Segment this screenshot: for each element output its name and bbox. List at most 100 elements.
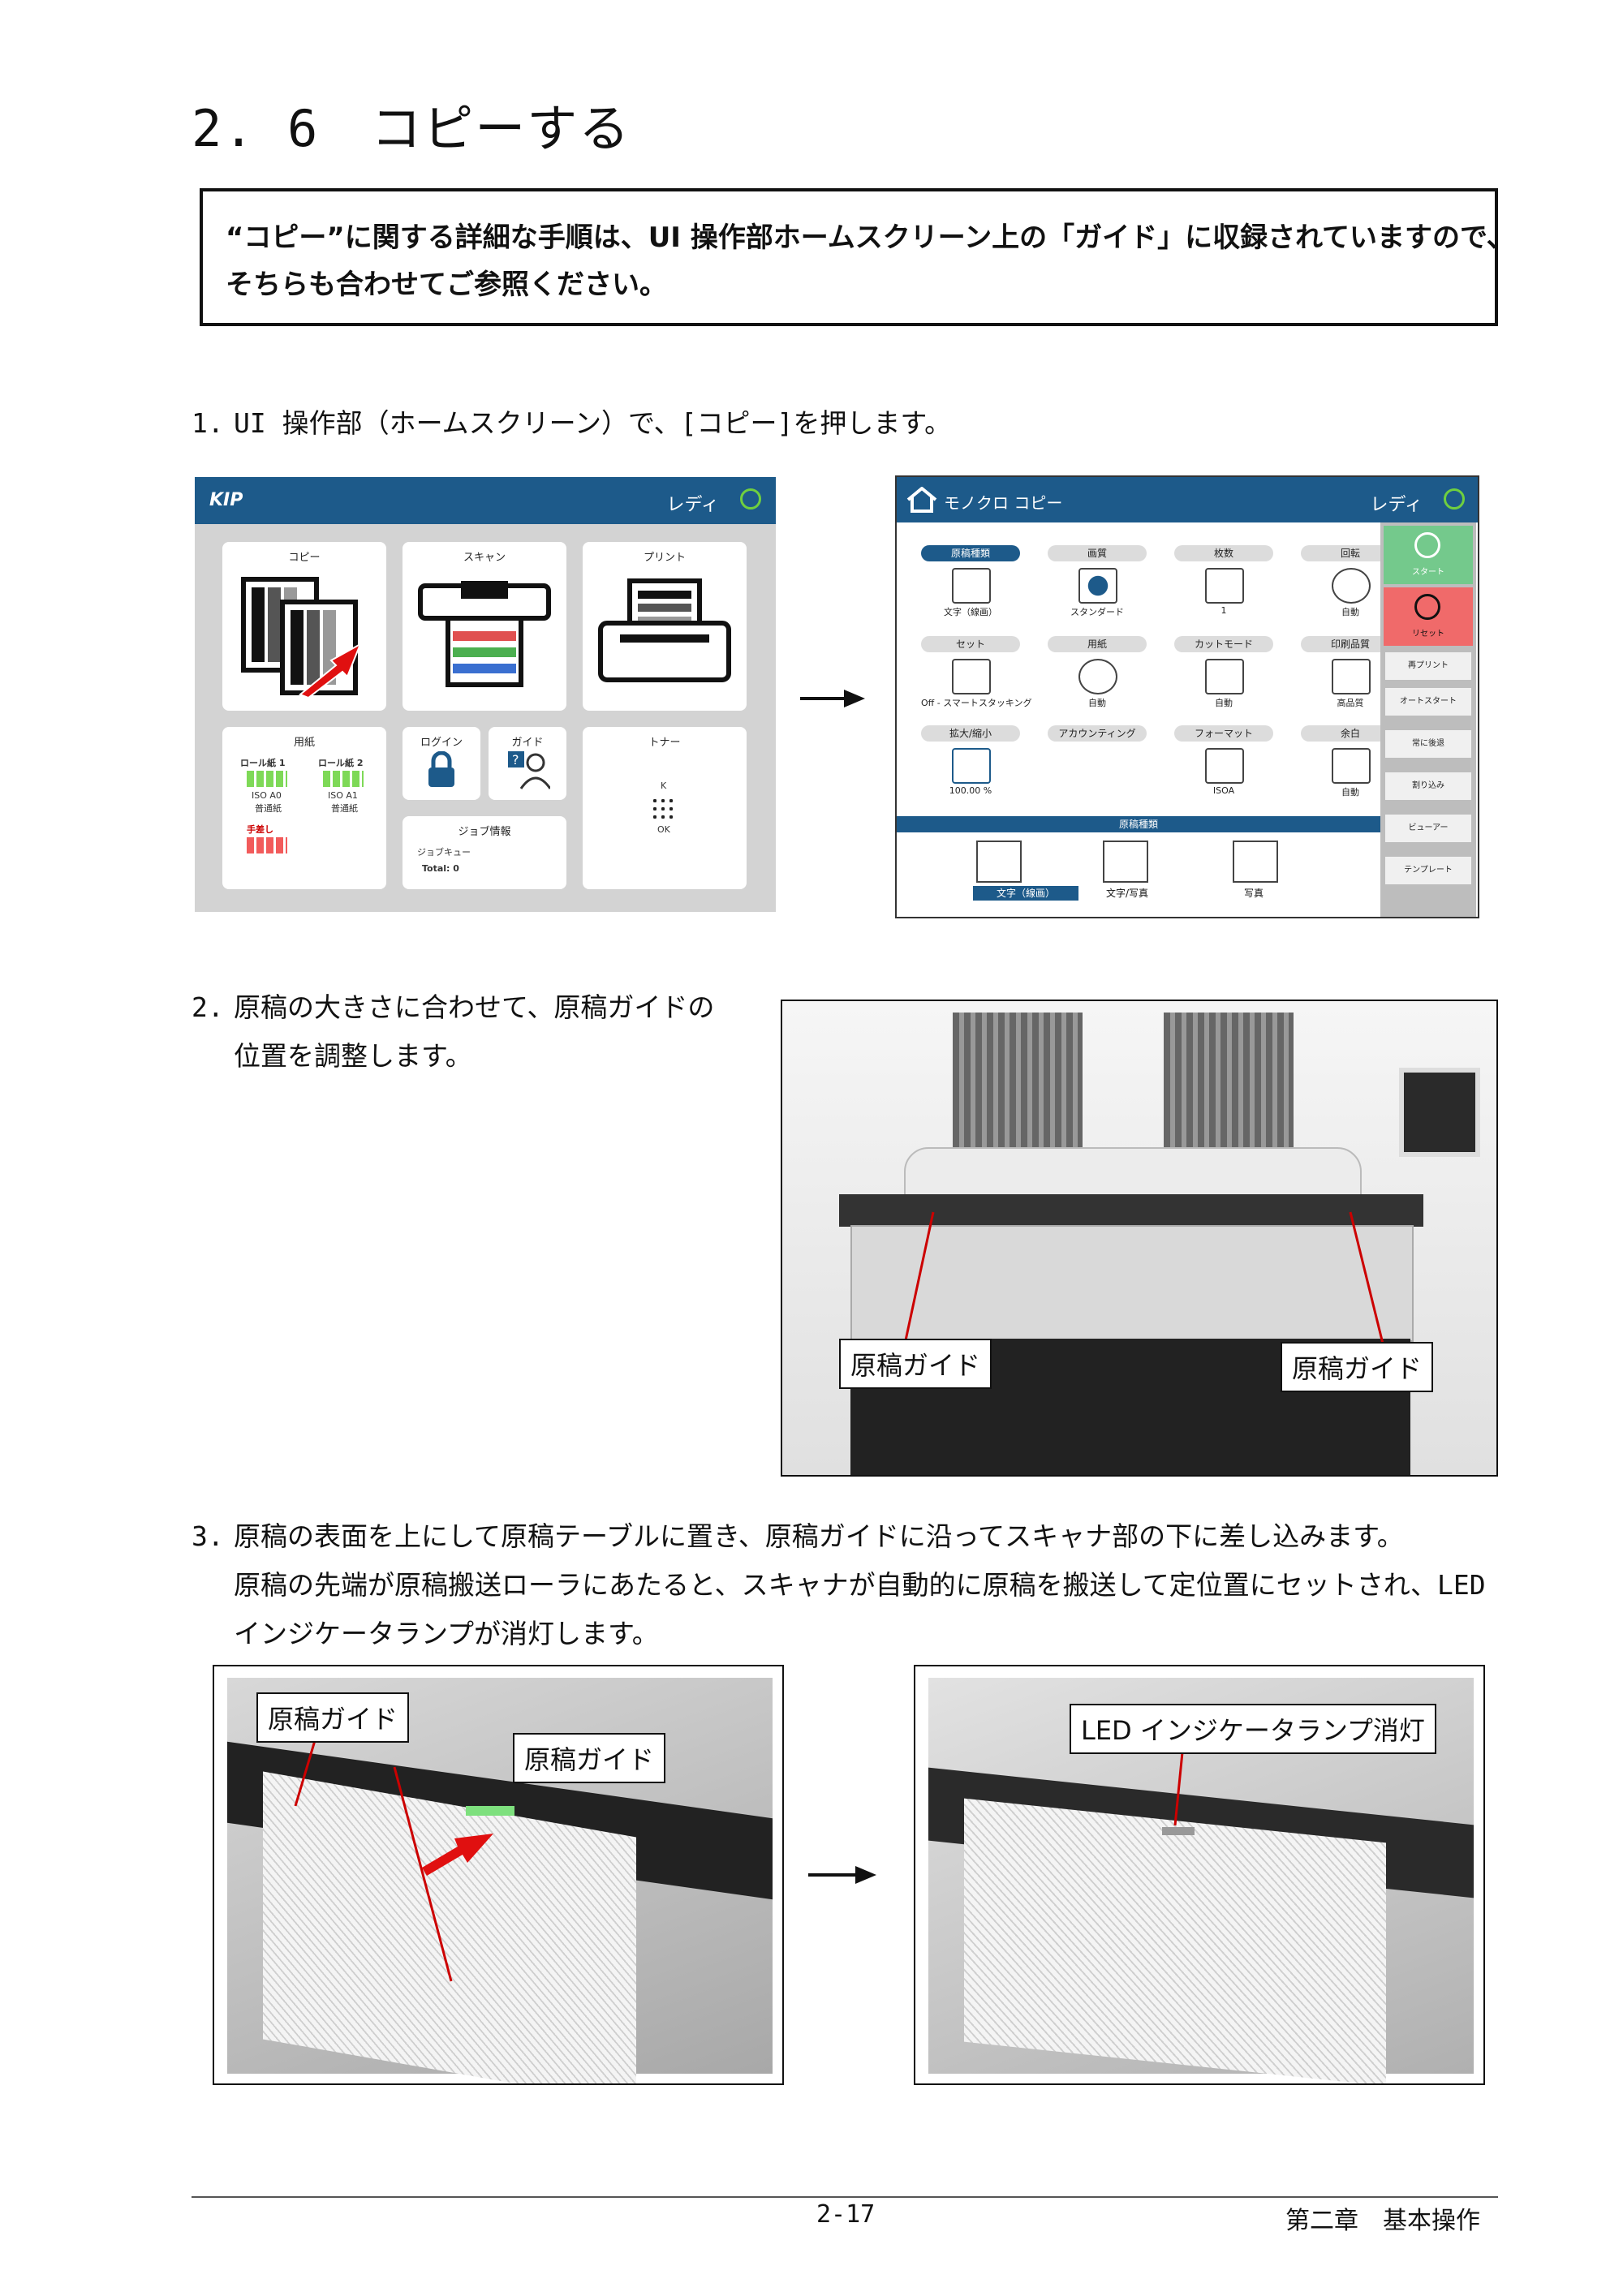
home-status: レディ xyxy=(666,495,719,515)
btn-set-value: Off - スマートスタッキング xyxy=(921,698,1032,708)
copy-top-bar: モノクロ コピー レディ xyxy=(897,477,1478,522)
lock-icon xyxy=(428,751,454,787)
side-panel: スタート リセット 再プリント オートスタート 常に後退 割り込み ビューアー … xyxy=(1380,522,1476,917)
scan-tile[interactable]: スキャン xyxy=(403,542,566,711)
step-3-text-3: インジケータランプが消灯します。 xyxy=(234,1618,659,1649)
btn-cut-mode[interactable]: カットモード自動 xyxy=(1174,636,1273,711)
step-3-number: 3. xyxy=(192,1520,224,1552)
btn-quality-value: スタンダード xyxy=(1070,607,1124,617)
btn-set-label: セット xyxy=(921,636,1020,652)
print-tile[interactable]: プリント xyxy=(583,542,747,711)
step-3-text-1: 原稿の表面を上にして原稿テーブルに置き、原稿ガイドに沿ってスキャナ部の下に差し込… xyxy=(234,1520,1404,1552)
btn-rotation-label: 回転 xyxy=(1301,545,1400,561)
toner-tile[interactable]: トナー K OK xyxy=(583,727,747,889)
output-stacker-left xyxy=(953,1013,1083,1150)
star-icon xyxy=(1078,568,1117,604)
copy-screen-title: モノクロ コピー xyxy=(944,493,1063,513)
page-title: 2. 6 コピーする xyxy=(192,99,631,158)
home-top-bar: KIP レディ xyxy=(195,477,776,524)
stack-icon xyxy=(952,659,991,694)
job-total: Total: 0 xyxy=(422,863,459,874)
insert-original-photo: 原稿ガイド 原稿ガイド xyxy=(213,1665,784,2085)
btn-print-quality-value: 高品質 xyxy=(1337,698,1364,708)
btn-cut-mode-label: カットモード xyxy=(1174,636,1273,652)
toner-status: OK xyxy=(657,824,670,835)
roll2-type: 普通紙 xyxy=(331,803,358,814)
btn-paper[interactable]: 用紙自動 xyxy=(1048,636,1147,711)
arrow-head-icon-2 xyxy=(855,1866,876,1884)
note-line-1: “コピー”に関する詳細な手順は、UI 操作部ホームスクリーン上の「ガイド」に収録… xyxy=(226,221,1514,254)
option-text-line[interactable]: 文字（線画） xyxy=(973,886,1078,901)
autostart-button[interactable]: オートスタート xyxy=(1385,688,1471,716)
option-text-photo[interactable]: 文字/写真 xyxy=(1105,888,1149,899)
btn-original-type-value: 文字（線画） xyxy=(944,607,997,617)
reprint-button[interactable]: 再プリント xyxy=(1385,652,1471,680)
led-indicator-off xyxy=(1162,1827,1195,1835)
viewer-button[interactable]: ビューアー xyxy=(1385,815,1471,842)
btn-format-label: フォーマット xyxy=(1174,725,1273,742)
toner-k-label: K xyxy=(661,780,667,791)
reset-icon xyxy=(1414,594,1440,620)
template-button[interactable]: テンプレート xyxy=(1385,857,1471,884)
original-table xyxy=(839,1194,1423,1227)
btn-margin[interactable]: 余白自動 xyxy=(1301,725,1400,800)
btn-original-type-label: 原稿種類 xyxy=(921,545,1020,561)
btn-accounting[interactable]: アカウンティング xyxy=(1048,725,1147,800)
copy-tile-label: コピー xyxy=(288,552,321,564)
btn-copies-label: 枚数 xyxy=(1174,545,1273,561)
step-2-text-2: 位置を調整します。 xyxy=(234,1040,472,1072)
hash-icon xyxy=(1205,568,1244,604)
printer-photo: 原稿ガイド 原稿ガイド xyxy=(781,1000,1498,1477)
cut-icon xyxy=(1205,659,1244,694)
paper-tile[interactable]: 用紙 ロール紙 1 ISO A0 普通紙 ロール紙 2 ISO A1 普通紙 手… xyxy=(222,727,386,889)
step-3: 3. 原稿の表面を上にして原稿テーブルに置き、原稿ガイドに沿ってスキャナ部の下に差… xyxy=(192,1512,1486,1658)
roll2-label: ロール紙 2 xyxy=(318,758,364,768)
roll1-type: 普通紙 xyxy=(255,803,282,814)
print-icon xyxy=(598,578,731,682)
btn-print-quality[interactable]: 印刷品質高品質 xyxy=(1301,636,1400,711)
footer-rule xyxy=(192,2196,1498,2198)
ratio-icon xyxy=(952,748,991,784)
chapter-title: 第二章 基本操作 xyxy=(1285,2207,1480,2235)
btn-accounting-label: アカウンティング xyxy=(1048,725,1147,742)
led-overlay xyxy=(1173,1743,1185,1826)
btn-original-type[interactable]: 原稿種類文字（線画） xyxy=(921,545,1020,620)
guide-tile[interactable]: ガイド ? xyxy=(489,727,566,800)
accounting-icon xyxy=(1078,748,1114,780)
login-tile[interactable]: ログイン xyxy=(403,727,480,800)
roll1-label: ロール紙 1 xyxy=(240,758,286,768)
copy-status: レディ xyxy=(1370,495,1423,515)
original-type-icon xyxy=(952,568,991,604)
roll1-size: ISO A0 xyxy=(252,790,282,801)
option-text-photo-icon xyxy=(1103,841,1148,883)
btn-paper-label: 用紙 xyxy=(1048,636,1147,652)
step-1-text: UI 操作部（ホームスクリーン）で、[コピー]を押します。 xyxy=(234,407,952,439)
roll1-level-icon xyxy=(247,771,287,787)
kip-logo: KIP xyxy=(209,490,243,510)
job-info-tile[interactable]: ジョブ情報 ジョブキュー Total: 0 xyxy=(403,816,566,889)
login-tile-label: ログイン xyxy=(420,737,463,749)
always-retract-button[interactable]: 常に後退 xyxy=(1385,730,1471,758)
original-type-panel-title: 原稿種類 xyxy=(897,816,1380,832)
btn-rotation[interactable]: 回転自動 xyxy=(1301,545,1400,620)
toner-tile-label: トナー xyxy=(648,737,681,749)
btn-quality[interactable]: 画質スタンダード xyxy=(1048,545,1147,620)
printer-body xyxy=(850,1225,1414,1342)
copy-tile[interactable]: コピー xyxy=(222,542,386,711)
option-photo[interactable]: 写真 xyxy=(1243,888,1264,899)
ui-monitor xyxy=(1399,1068,1480,1157)
btn-set[interactable]: セット Off - スマートスタッキング xyxy=(921,636,1032,711)
manual-feed-level-icon xyxy=(247,837,287,853)
home-screen-screenshot: KIP レディ コピー スキャン プリント xyxy=(195,477,776,912)
format-icon xyxy=(1205,748,1244,784)
scan-icon xyxy=(418,581,551,687)
start-icon xyxy=(1414,532,1440,558)
start-button[interactable]: スタート xyxy=(1384,526,1473,584)
interrupt-button[interactable]: 割り込み xyxy=(1385,772,1471,800)
svg-text:?: ? xyxy=(512,752,519,767)
reset-button[interactable]: リセット xyxy=(1384,587,1473,646)
